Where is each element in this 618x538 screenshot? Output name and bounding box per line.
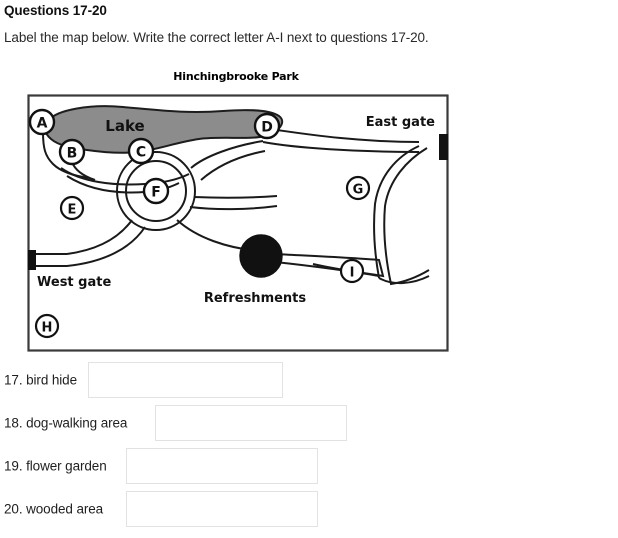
refreshments-label: Refreshments bbox=[204, 291, 307, 306]
question-label-19: 19. flower garden bbox=[4, 458, 107, 473]
answer-list: 17. bird hide 18. dog-walking area 19. f… bbox=[0, 358, 618, 530]
map-marker-a: A bbox=[28, 108, 56, 136]
map-marker-i: I bbox=[339, 258, 365, 284]
question-row-18: 18. dog-walking area bbox=[0, 401, 618, 444]
question-row-19: 19. flower garden bbox=[0, 444, 618, 487]
map-title: Hinchingbrooke Park bbox=[173, 70, 299, 83]
svg-text:G: G bbox=[353, 183, 364, 198]
map-marker-c: C bbox=[127, 137, 155, 165]
map-marker-f: F bbox=[142, 177, 170, 205]
question-label-20: 20. wooded area bbox=[4, 501, 104, 516]
svg-text:H: H bbox=[42, 321, 53, 336]
lake-label: Lake bbox=[105, 117, 144, 135]
instruction-text: Label the map below. Write the correct l… bbox=[4, 30, 429, 45]
svg-text:F: F bbox=[151, 185, 161, 201]
map-marker-d: D bbox=[253, 112, 281, 140]
svg-text:E: E bbox=[68, 203, 77, 218]
svg-text:I: I bbox=[350, 266, 355, 281]
question-row-20: 20. wooded area bbox=[0, 487, 618, 530]
answer-input-17[interactable] bbox=[88, 361, 283, 398]
question-label-17: 17. bird hide bbox=[4, 372, 78, 387]
map-marker-b: B bbox=[58, 138, 86, 166]
roundabout-outer bbox=[116, 151, 196, 231]
east-gate-marker bbox=[439, 134, 448, 160]
answer-input-19[interactable] bbox=[126, 447, 318, 484]
map-marker-e: E bbox=[59, 195, 85, 221]
map-marker-h: H bbox=[34, 313, 60, 339]
svg-text:D: D bbox=[261, 120, 273, 136]
west-gate-label: West gate bbox=[37, 275, 111, 290]
page-title: Questions 17-20 bbox=[4, 3, 107, 18]
roundabout-inner bbox=[125, 160, 187, 222]
west-gate-marker bbox=[28, 250, 36, 270]
answer-input-18[interactable] bbox=[155, 404, 347, 441]
question-label-18: 18. dog-walking area bbox=[4, 415, 128, 430]
east-gate-label: East gate bbox=[366, 115, 435, 130]
park-map: Lake bbox=[27, 94, 449, 352]
question-row-17: 17. bird hide bbox=[0, 358, 618, 401]
svg-text:C: C bbox=[136, 145, 146, 161]
svg-text:B: B bbox=[67, 146, 78, 162]
refreshments-kiosk-icon bbox=[239, 234, 283, 278]
answer-input-20[interactable] bbox=[126, 490, 318, 527]
map-marker-g: G bbox=[345, 175, 371, 201]
svg-text:A: A bbox=[37, 116, 48, 132]
